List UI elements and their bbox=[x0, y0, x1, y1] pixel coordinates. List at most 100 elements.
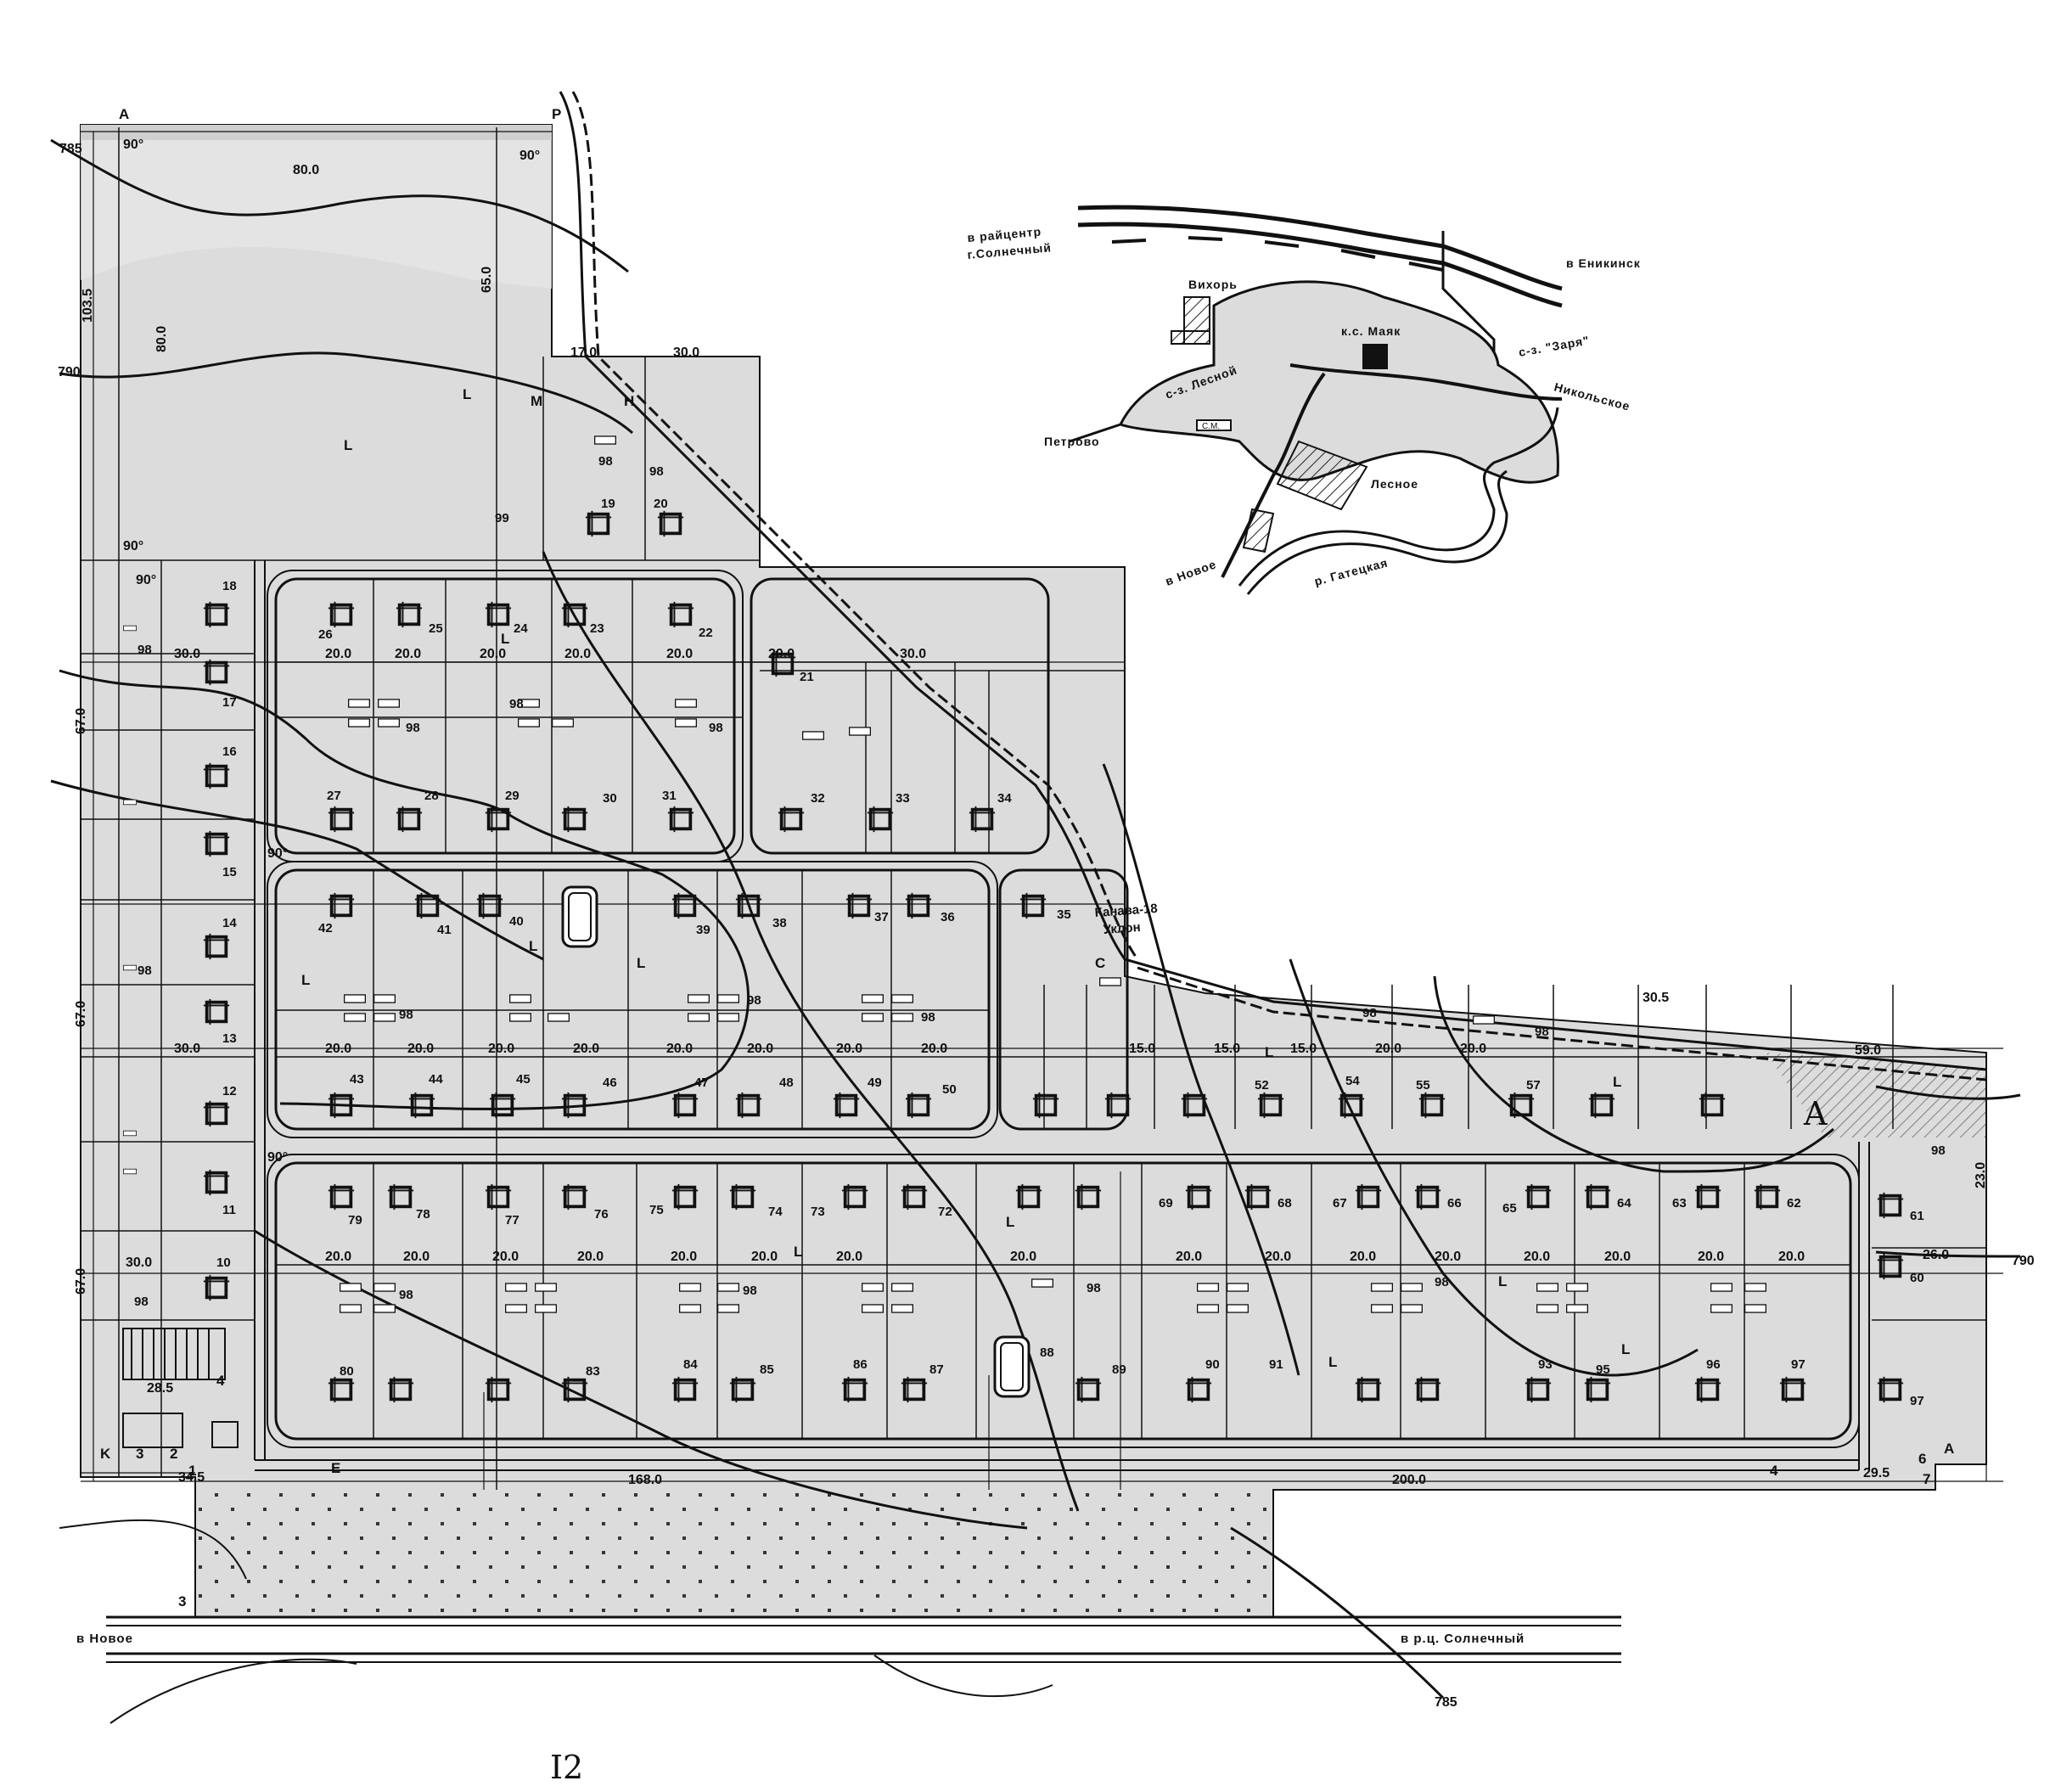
dim-lot-12: 20.0 bbox=[666, 1042, 693, 1056]
plot-13: 13 bbox=[222, 1031, 237, 1046]
zone-l-1: L bbox=[344, 437, 352, 453]
plot-18: 18 bbox=[222, 579, 237, 593]
dim-bottom-left: 168.0 bbox=[628, 1473, 662, 1487]
plot-96: 96 bbox=[1706, 1357, 1721, 1372]
plot-43: 43 bbox=[350, 1072, 364, 1087]
inset-nikolskoe: Никольское bbox=[1553, 379, 1631, 413]
dim-lot-14: 20.0 bbox=[836, 1042, 862, 1056]
dim-lot-33: 20.0 bbox=[1524, 1250, 1550, 1264]
point-m: M bbox=[531, 393, 542, 409]
plot-98h: 98 bbox=[747, 993, 761, 1008]
plot-42: 42 bbox=[318, 921, 333, 935]
plot-15: 15 bbox=[222, 865, 237, 879]
plot-91: 91 bbox=[1269, 1357, 1283, 1372]
dim-lot-29: 20.0 bbox=[1176, 1250, 1202, 1264]
plot-16: 16 bbox=[222, 744, 237, 759]
plot-73: 73 bbox=[811, 1205, 825, 1219]
plot-95: 95 bbox=[1596, 1362, 1610, 1377]
plot-46: 46 bbox=[603, 1076, 617, 1090]
inset-zarya: с-з. "Заря" bbox=[1518, 334, 1591, 359]
angle-1: 90° bbox=[123, 138, 143, 152]
kanava-label-2: Уклон bbox=[1103, 920, 1141, 937]
dim-lot-24: 20.0 bbox=[577, 1250, 604, 1264]
contour-11 bbox=[1875, 1250, 2021, 1258]
contour-label-4: 785 bbox=[1435, 1695, 1457, 1710]
dim-left-height: 103.5 bbox=[81, 289, 95, 323]
road-to-solnechny: в р.ц. Солнечный bbox=[1401, 1632, 1525, 1646]
point-1: 1 bbox=[188, 1463, 196, 1479]
dim-lot-7: 30.0 bbox=[900, 647, 926, 661]
contour-9 bbox=[1433, 975, 1834, 1173]
point-a-right: A bbox=[1944, 1441, 1954, 1457]
plot-17: 17 bbox=[222, 695, 237, 710]
plot-61: 61 bbox=[1910, 1209, 1924, 1223]
block-road-3 bbox=[274, 868, 991, 1131]
plot-98d: 98 bbox=[138, 963, 152, 978]
dim-lot-3: 20.0 bbox=[480, 647, 506, 661]
diagonal-road bbox=[559, 91, 1987, 1081]
plot-72: 72 bbox=[938, 1205, 952, 1219]
plot-52: 52 bbox=[1255, 1078, 1269, 1093]
inset-raion-center-1: в райцентр bbox=[967, 224, 1042, 244]
contour-3 bbox=[59, 669, 750, 1110]
plot-57: 57 bbox=[1526, 1078, 1541, 1093]
contour-values: 790 785 790 785 bbox=[58, 142, 2035, 1710]
dim-lot-2: 20.0 bbox=[395, 647, 421, 661]
angle-4: 90° bbox=[136, 573, 156, 587]
plot-74: 74 bbox=[768, 1205, 783, 1219]
plot-36: 36 bbox=[941, 910, 955, 924]
point-p: P bbox=[552, 106, 561, 122]
zone-l-10: L bbox=[1498, 1273, 1507, 1289]
plot-45: 45 bbox=[516, 1072, 531, 1087]
dim-corner-c: 34.5 bbox=[178, 1470, 205, 1485]
dim-lot-20: 20.0 bbox=[1460, 1042, 1486, 1056]
dim-bottom-right: 200.0 bbox=[1392, 1473, 1426, 1487]
point-h: H bbox=[624, 393, 634, 409]
plot-39: 39 bbox=[696, 923, 710, 937]
plot-63: 63 bbox=[1672, 1196, 1687, 1211]
plot-88: 88 bbox=[1040, 1345, 1054, 1360]
plot-44: 44 bbox=[429, 1072, 443, 1087]
inset-petrovo: Петрово bbox=[1044, 435, 1100, 448]
plot-68: 68 bbox=[1278, 1196, 1292, 1211]
zone-l-13: L bbox=[1613, 1074, 1621, 1090]
point-labels: A P M H C K E A 4 3 2 1 3 4 6 7 bbox=[100, 106, 1954, 1609]
road-labels: в Новое в р.ц. Солнечный bbox=[76, 1632, 1525, 1646]
dim-lot-10: 20.0 bbox=[488, 1042, 514, 1056]
dim-right-height: 23.0 bbox=[1974, 1162, 1988, 1188]
contour-6 bbox=[254, 1229, 1028, 1530]
point-3: 3 bbox=[136, 1446, 143, 1462]
dim-right-edge: 59.0 bbox=[1855, 1043, 1881, 1058]
dim-lot-1: 20.0 bbox=[325, 647, 351, 661]
point-c: C bbox=[1095, 955, 1105, 971]
plot-64: 64 bbox=[1617, 1196, 1631, 1211]
inset-location-map: в райцентр г.Солнечный в Еникинск Вихорь… bbox=[967, 205, 1640, 595]
plot-50: 50 bbox=[942, 1082, 957, 1097]
plot-98j: 98 bbox=[743, 1284, 757, 1298]
inset-village-1: Вихорь bbox=[1188, 278, 1238, 291]
angle-2: 90° bbox=[519, 149, 540, 163]
point-a-top: A bbox=[119, 106, 129, 122]
plot-65: 65 bbox=[1502, 1201, 1517, 1216]
plot-41: 41 bbox=[437, 923, 452, 937]
plot-98o: 98 bbox=[1362, 1006, 1377, 1020]
plot-98i: 98 bbox=[399, 1288, 413, 1302]
contour-8 bbox=[1289, 958, 1699, 1377]
plot-40: 40 bbox=[509, 914, 524, 929]
plot-97b: 97 bbox=[1910, 1394, 1924, 1408]
dim-lot-22: 20.0 bbox=[403, 1250, 430, 1264]
zone-l-6: L bbox=[637, 955, 645, 971]
dim-lot-30: 20.0 bbox=[1265, 1250, 1291, 1264]
plot-83: 83 bbox=[586, 1364, 600, 1379]
plot-14: 14 bbox=[222, 916, 237, 930]
dim-lot-34: 20.0 bbox=[1604, 1250, 1631, 1264]
plot-60: 60 bbox=[1910, 1271, 1924, 1285]
dim-upper-short: 17.0 bbox=[570, 345, 597, 360]
dim-lot-17: 15.0 bbox=[1214, 1042, 1240, 1056]
contour-10 bbox=[1875, 1085, 2021, 1100]
plot-12: 12 bbox=[222, 1084, 237, 1098]
contour-5 bbox=[542, 551, 1080, 1512]
plot-69: 69 bbox=[1159, 1196, 1173, 1211]
dim-lot-13: 20.0 bbox=[747, 1042, 773, 1056]
plot-26: 26 bbox=[318, 627, 333, 642]
